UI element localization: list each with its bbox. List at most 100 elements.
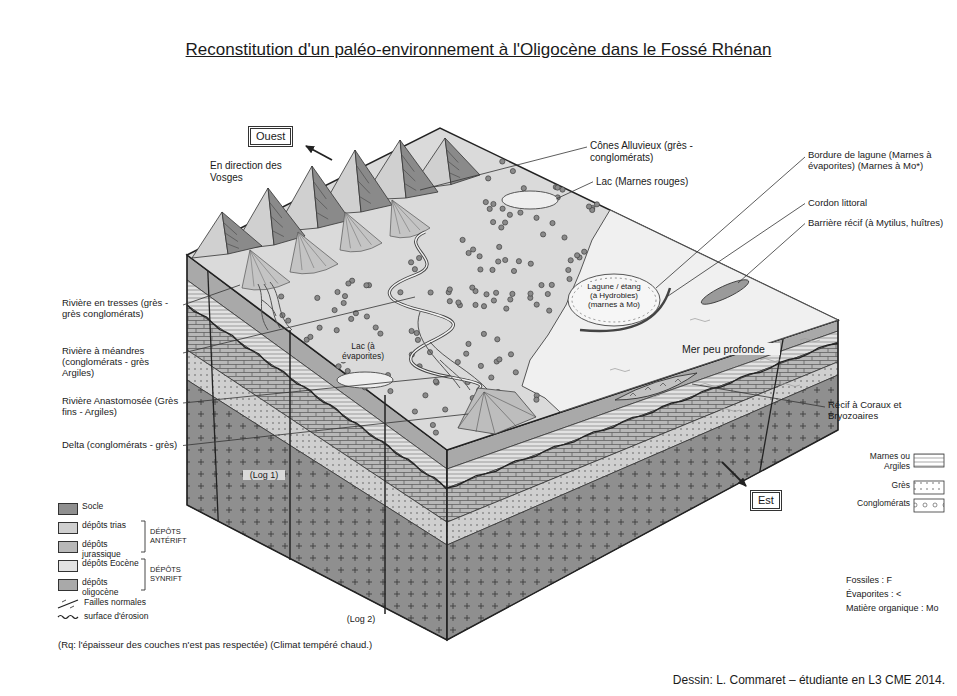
tree [414, 330, 419, 335]
tree [481, 304, 486, 309]
tree [491, 201, 496, 206]
mountain-gully [225, 233, 238, 242]
tree [499, 225, 504, 230]
tree [332, 308, 337, 313]
anastomosing-river [430, 342, 490, 392]
tree [497, 244, 502, 249]
tree [503, 220, 508, 225]
coral-mark [660, 383, 666, 386]
reef-barrier [699, 276, 751, 309]
tree [470, 285, 475, 290]
tree [417, 255, 422, 260]
tree [334, 328, 339, 333]
legend-label: dépôts trias [82, 521, 140, 531]
tree [430, 422, 435, 427]
tree [568, 258, 573, 263]
tree [510, 291, 515, 296]
shallow-sea [522, 210, 838, 412]
legend-swatch [58, 560, 78, 572]
delta-channel [484, 392, 516, 426]
fan-channel [392, 200, 400, 234]
tree [471, 247, 476, 252]
tree [466, 250, 471, 255]
delta-channel [484, 392, 536, 417]
tree [516, 259, 521, 264]
callout-label: Mer peu profonde [680, 343, 780, 355]
tree [504, 306, 509, 311]
tree [336, 364, 341, 369]
tree [594, 202, 599, 207]
callout-label: Cordon littoral [808, 198, 948, 209]
tree [364, 314, 369, 319]
legend-label: Failles normales [84, 598, 204, 608]
legend-label: Grès [852, 481, 910, 491]
mountain-gully [360, 197, 371, 204]
tree [508, 297, 513, 302]
callout-label: Cônes Alluvieux (grès - conglomérats) [590, 140, 715, 163]
tree [562, 235, 567, 240]
callout-label: (Rq: l'épaisseur des couches n'est pas r… [58, 640, 518, 651]
legend-swatch [58, 579, 78, 591]
callout-label: Lagune / étang (à Hydrobies) (marnes à M… [582, 282, 646, 310]
lithology-sample [914, 454, 944, 467]
tree [495, 337, 500, 342]
tree [478, 267, 483, 272]
mountain-gully [447, 150, 459, 163]
tree [541, 232, 546, 237]
legend-label: Marnes ou Argiles [852, 452, 910, 472]
tree [415, 337, 420, 342]
delta-channel [484, 392, 495, 434]
tree [447, 299, 452, 304]
sea-wave [720, 409, 740, 412]
mountain-gully [405, 184, 417, 191]
alluvial-fan [242, 250, 290, 290]
legend-swatch [58, 503, 78, 515]
legend-label: dépôts oligocène [82, 578, 140, 598]
lithology-sample [914, 481, 944, 494]
callout-label: Lac (Marnes rouges) [596, 176, 696, 188]
lithology-sample [914, 499, 944, 512]
caption: Dessin: L. Commaret – étudiante en L3 CM… [673, 674, 945, 688]
tree [489, 375, 494, 380]
mountain-gully [317, 213, 329, 220]
callout-label: Lac (à évaporites) [333, 342, 393, 362]
tree [473, 302, 478, 307]
callout-label: Rivière en tresses (grès - grès conglomé… [62, 298, 180, 320]
legend-bracket [141, 559, 145, 590]
callout-label: (Log 2) [340, 614, 382, 624]
leader-line [738, 224, 805, 284]
tree [494, 290, 499, 295]
tree [486, 176, 491, 181]
callout-label: Barrière récif (à Mytilus, huîtres) [808, 218, 948, 229]
mountain-gully [450, 173, 461, 178]
tree [478, 363, 483, 368]
tree [500, 206, 505, 211]
mountain-gully [448, 161, 459, 170]
land-surface [187, 128, 838, 450]
mountain-gully [224, 223, 237, 235]
tree [513, 370, 518, 375]
mountain-gully [357, 166, 369, 184]
callout-label: Delta (conglomérats - grès) [62, 440, 180, 451]
tree [508, 352, 513, 357]
tree [487, 206, 492, 211]
tree [484, 292, 489, 297]
tree [308, 334, 313, 339]
direction-box: Est [750, 490, 782, 511]
tree [539, 283, 544, 288]
lithology-sample [914, 481, 944, 494]
legend-bracket [141, 521, 145, 552]
tree [447, 287, 452, 292]
tree [534, 302, 539, 307]
sea-wave [800, 339, 820, 342]
tree [335, 289, 340, 294]
tree [412, 267, 417, 272]
meandering-river [389, 232, 480, 392]
tree [534, 397, 539, 402]
braided-river [262, 300, 276, 316]
tree [521, 186, 526, 191]
braided-river [264, 284, 280, 328]
anastomosing-river [418, 312, 460, 388]
direction-label: Ouest [256, 130, 285, 142]
red-marl-lake [502, 191, 558, 209]
